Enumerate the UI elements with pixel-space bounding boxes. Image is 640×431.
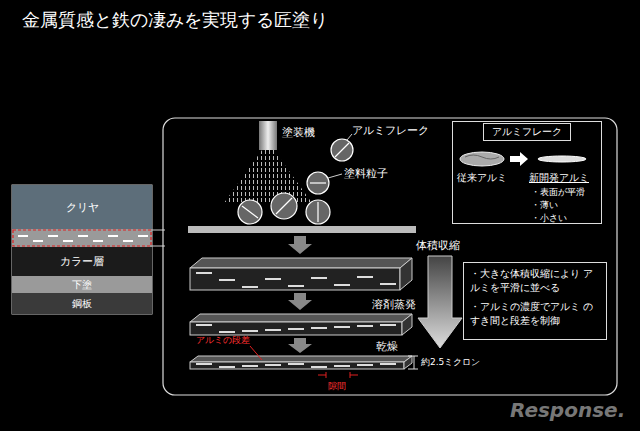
alu-flake (93, 240, 103, 242)
flake-box: アルミフレーク従来アルミ 新開発アルミ・表面が平滑・薄い・小さい (452, 121, 602, 224)
label: 塗装機 (282, 125, 315, 140)
alu-flake (242, 286, 258, 288)
alu-flake (334, 326, 350, 328)
flake-text: ・薄い (531, 199, 558, 212)
flake-layer (12, 229, 152, 247)
note-box: ・大きな体積収縮により アルミを平滑に並べる・アルミの濃度でアルミ のすき間と段… (463, 262, 607, 340)
alu-flake (265, 278, 281, 280)
layer-name: 下塗 (72, 278, 92, 292)
flake-picture (460, 152, 586, 166)
label: 隙間 (328, 380, 346, 393)
layer-band: 下塗 (12, 276, 152, 293)
flake-text: アルミフレーク (483, 123, 571, 141)
layer-name: 鋼板 (72, 297, 92, 311)
alu-flake (311, 277, 327, 279)
flake-text: 新開発アルミ (529, 171, 589, 185)
label: 塗料粒子 (344, 166, 388, 181)
dimension (408, 356, 418, 369)
alu-flake (108, 235, 118, 237)
alu-flake (265, 364, 281, 366)
alu-flake (78, 235, 88, 237)
alu-flake (48, 235, 58, 237)
label: 溶剤蒸発 (372, 297, 416, 312)
alu-flake (357, 276, 373, 278)
gap-marker (250, 346, 358, 378)
layer-name: クリヤ (66, 200, 99, 215)
alu-flake (63, 240, 73, 242)
shrink-arrow (418, 256, 462, 348)
leader (347, 134, 352, 140)
alu-flake (380, 283, 396, 285)
slide-title: 金属質感と鉄の凄みを実現する匠塗り (22, 8, 328, 32)
flake-text: ・表面が平滑 (531, 186, 585, 199)
watermark: Response. (510, 398, 625, 422)
label: アルミの段差 (196, 334, 250, 347)
note-text: ・アルミの濃度でアルミ のすき間と段差を制御 (470, 300, 600, 327)
alu-flake (334, 365, 350, 367)
flake-layer-outline (13, 230, 151, 246)
alu-flake (196, 272, 212, 274)
layer-band: カラー層 (12, 247, 152, 276)
label: 乾燥 (376, 339, 398, 354)
alu-flake (196, 324, 212, 326)
alu-flake (242, 330, 258, 332)
alu-flake (219, 366, 235, 368)
substrate (188, 226, 416, 233)
layer-band: クリヤ (12, 185, 152, 229)
alu-flake (357, 364, 373, 366)
alu-flake (265, 329, 281, 331)
layer-name: カラー層 (60, 254, 104, 269)
alu-flake (196, 363, 212, 365)
label: アルミフレーク (352, 123, 429, 138)
layer-band: 鋼板 (12, 293, 152, 314)
alu-flake (311, 366, 327, 368)
alu-flake (219, 331, 235, 333)
stack-frame (12, 185, 152, 314)
label: 約2.5ミクロン (421, 356, 480, 369)
coating-layer (190, 258, 412, 369)
alu-flake (18, 235, 28, 237)
paint-particle (238, 139, 353, 224)
alu-flake (311, 327, 327, 329)
note-text: ・大きな体積収縮により アルミを平滑に並べる (470, 267, 600, 294)
flake-text: ・小さい (531, 212, 567, 225)
label: 体積収縮 (416, 238, 460, 253)
alu-flake (288, 285, 304, 287)
alu-flake (219, 279, 235, 281)
alu-flake (33, 240, 43, 242)
process-frame (163, 118, 617, 395)
alu-flake (242, 365, 258, 367)
alu-flake (123, 240, 133, 242)
spray-gun (259, 121, 277, 150)
flake-text: 従来アルミ (457, 171, 507, 185)
alu-flake (357, 325, 373, 327)
alu-flake (138, 235, 148, 237)
leader (328, 174, 342, 178)
alu-flake (288, 363, 304, 365)
alu-flake (288, 328, 304, 330)
spray-cone (224, 150, 312, 203)
alu-flake (380, 363, 396, 365)
alu-flake (380, 324, 396, 326)
alu-flake (334, 284, 350, 286)
